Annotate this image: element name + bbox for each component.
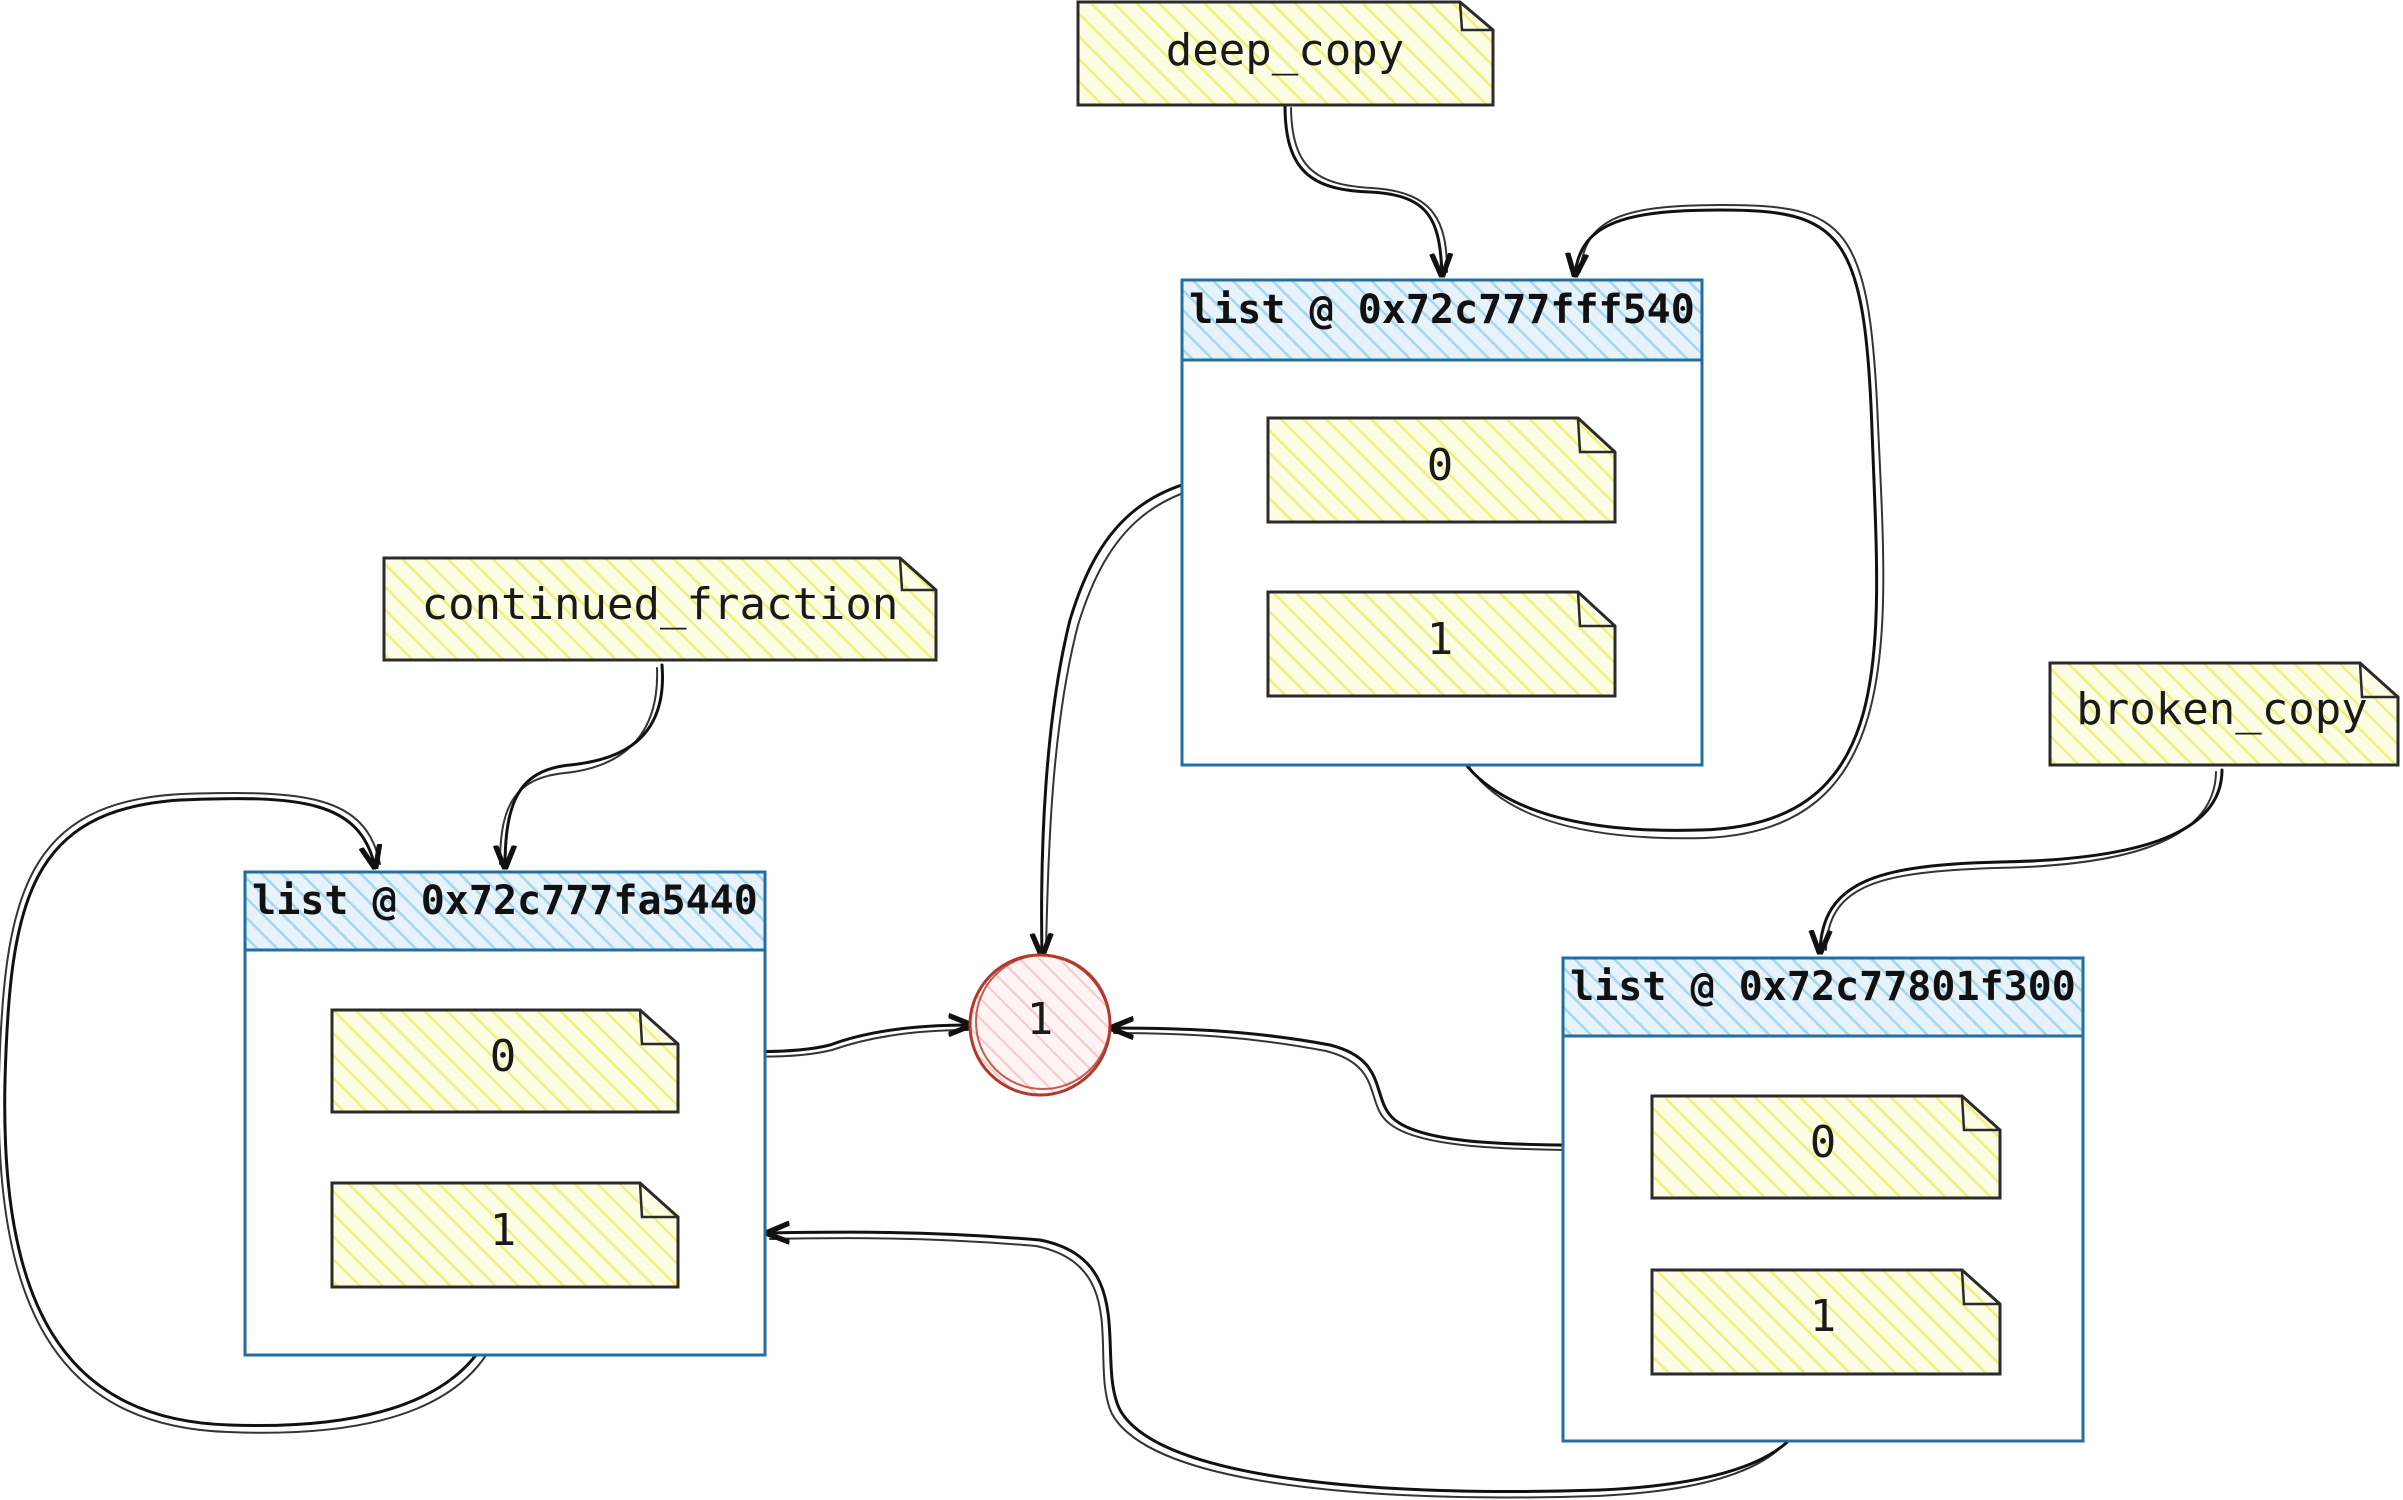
item-index: 1 xyxy=(1427,614,1454,665)
edge-continued-item1-to-list xyxy=(3,797,504,1427)
edge-continued-item1-stroke2 xyxy=(0,792,509,1434)
list-item-1[interactable]: 1 xyxy=(330,1181,680,1289)
list-item-0[interactable]: 0 xyxy=(1650,1094,2002,1200)
list-broken[interactable]: list @ 0x72c77801f300 0 1 xyxy=(1561,956,2085,1443)
list-continued[interactable]: list @ 0x72c777fa5440 0 1 xyxy=(243,870,767,1357)
edge-broken-copy-stroke2 xyxy=(1825,771,2217,951)
edges xyxy=(0,103,2224,1499)
int-node-value: 1 xyxy=(1027,994,1054,1045)
edge-deep-copy-to-list xyxy=(1283,103,1442,275)
edge-deep-item0-to-int xyxy=(1042,470,1267,955)
list-item-1[interactable]: 1 xyxy=(1266,590,1617,698)
item-shape xyxy=(330,1008,680,1114)
list-header xyxy=(1180,278,1704,362)
item-shape xyxy=(1650,1268,2002,1376)
item-index: 1 xyxy=(1810,1291,1837,1342)
edge-broken-item0-to-int xyxy=(1112,1028,1654,1147)
list-title: list @ 0x72c77801f300 xyxy=(1570,964,2076,1010)
edge-deep-item1-to-deep-list xyxy=(1440,208,1879,832)
list-item-0[interactable]: 0 xyxy=(330,1008,680,1114)
variable-continued-fraction[interactable]: continued_fraction xyxy=(382,556,938,662)
list-item-0[interactable]: 0 xyxy=(1266,416,1617,524)
item-fold xyxy=(1576,591,1615,628)
list-item-1[interactable]: 1 xyxy=(1650,1268,2002,1376)
item-index: 0 xyxy=(490,1031,517,1082)
note-shape xyxy=(2048,661,2400,767)
item-fold xyxy=(638,1182,678,1219)
variable-label: deep_copy xyxy=(1166,25,1404,76)
item-shape xyxy=(1650,1094,2002,1200)
list-title: list @ 0x72c777fff540 xyxy=(1189,287,1695,333)
int-node-circle-sketch xyxy=(975,954,1111,1090)
edge-deep-copy-to-list-stroke2 xyxy=(1290,107,1448,273)
item-fold xyxy=(1576,417,1615,454)
variable-label: continued_fraction xyxy=(422,579,899,630)
variable-deep-copy[interactable]: deep_copy xyxy=(1076,0,1495,107)
item-fold xyxy=(1960,1269,2000,1306)
list-title: list @ 0x72c777fa5440 xyxy=(252,878,758,924)
item-index: 0 xyxy=(1427,440,1454,491)
edge-continued-stroke2 xyxy=(499,667,659,865)
note-shape xyxy=(382,556,938,662)
edge-broken-item0-stroke2 xyxy=(1113,1032,1653,1152)
item-shape xyxy=(1266,590,1617,698)
list-header xyxy=(243,870,767,952)
item-shape xyxy=(1266,416,1617,524)
edge-continued-to-list xyxy=(505,663,664,867)
list-header xyxy=(1561,956,2085,1038)
int-node[interactable]: 1 xyxy=(968,953,1112,1097)
edge-broken-item1-stroke2 xyxy=(769,1237,1818,1499)
edge-broken-copy-to-list xyxy=(1820,768,2224,952)
item-index: 1 xyxy=(490,1205,517,1256)
item-shape xyxy=(330,1181,680,1289)
variable-label: broken_copy xyxy=(2076,684,2367,735)
edge-deep-item1-stroke2 xyxy=(1447,203,1885,840)
item-index: 0 xyxy=(1810,1117,1837,1168)
edge-deep-item0-stroke2 xyxy=(1045,477,1269,953)
variable-broken-copy[interactable]: broken_copy xyxy=(2048,661,2400,767)
note-fold xyxy=(1458,1,1493,32)
note-fold xyxy=(898,557,936,592)
edge-broken-item1-to-continued-item1 xyxy=(768,1232,1825,1493)
note-shape xyxy=(1076,0,1495,107)
item-fold xyxy=(1960,1095,2000,1132)
item-fold xyxy=(638,1009,678,1046)
list-deep[interactable]: list @ 0x72c777fff540 0 1 xyxy=(1180,278,1704,767)
note-fold xyxy=(2358,662,2398,699)
